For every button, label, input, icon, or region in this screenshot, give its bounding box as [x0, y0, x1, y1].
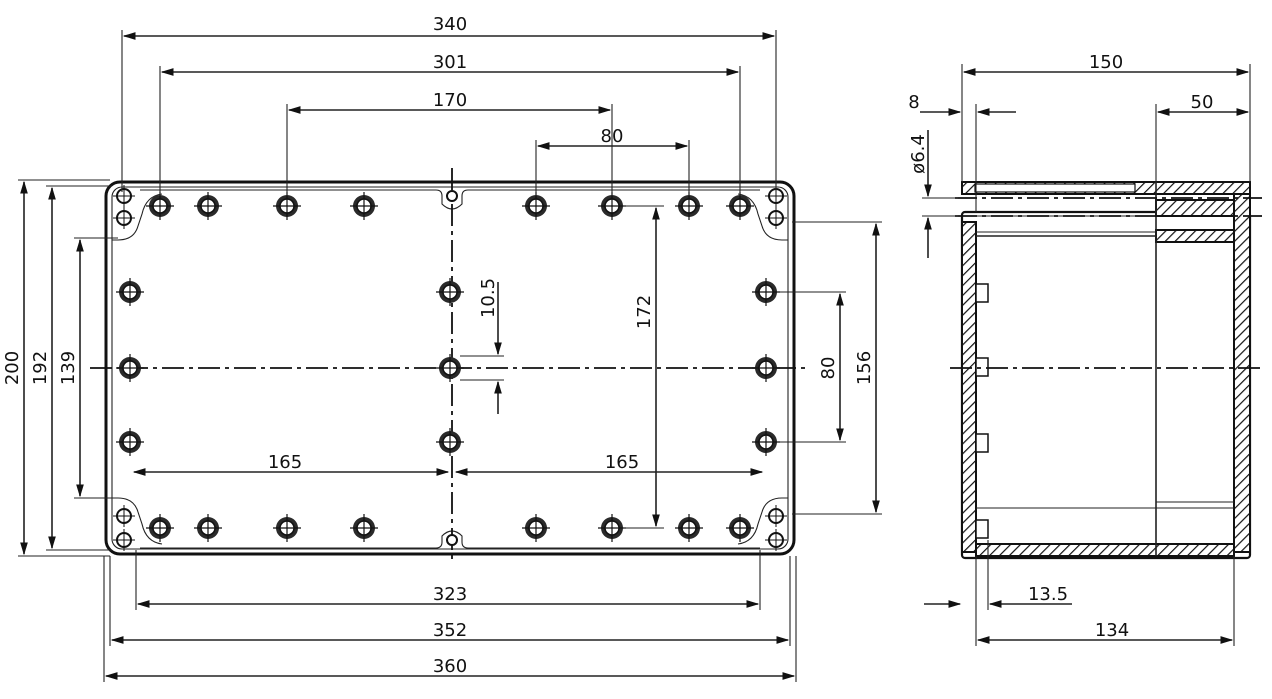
screw-icon: [193, 513, 223, 543]
lug-icon: [975, 283, 989, 303]
screw-icon: [435, 427, 465, 457]
lug-icon: [975, 433, 989, 453]
side-view: 150 8 50 ø6.4 13.5 134: [908, 52, 1262, 646]
dim-10-5-label: 10.5: [478, 278, 499, 318]
dim-80-right-label: 80: [818, 357, 839, 380]
dim-172-label: 172: [634, 295, 655, 329]
screw-icon: [725, 191, 755, 221]
mount-hole-icon: [764, 504, 788, 528]
screw-icon: [115, 353, 145, 383]
dim-50-label: 50: [1191, 92, 1214, 113]
dim-139-label: 139: [58, 351, 79, 385]
screw-icon: [435, 353, 465, 383]
lug-icon: [975, 357, 989, 377]
dim-80-top-label: 80: [601, 126, 624, 147]
lug-icon: [975, 519, 989, 539]
screw-icon: [145, 191, 175, 221]
screw-icon: [751, 427, 781, 457]
mount-hole-icon: [764, 206, 788, 230]
screw-icon: [115, 277, 145, 307]
screw-icon: [674, 513, 704, 543]
dim-134-label: 134: [1095, 620, 1129, 641]
corner-curve-bl: [112, 497, 163, 545]
right-wall-section: [1233, 193, 1251, 553]
screw-icon: [145, 513, 175, 543]
lid-cavity: [974, 183, 1136, 193]
corner-curve-tl: [112, 193, 163, 241]
screw-icon: [349, 191, 379, 221]
screw-icon: [597, 513, 627, 543]
screw-icon: [349, 513, 379, 543]
dimensions-front-vertical: 200 192 139 10.5 172 80: [2, 179, 882, 557]
dimensions-front-horizontal: 340 301 170 80 165 165 323: [103, 14, 797, 682]
flange-upper-section: [1155, 199, 1235, 217]
mount-hole-icon: [112, 504, 136, 528]
corner-curve-br: [737, 497, 788, 545]
dim-6-4-label: ø6.4: [908, 134, 929, 174]
dim-165-right-label: 165: [605, 452, 639, 473]
front-view: 340 301 170 80 165 165 323: [2, 14, 882, 682]
screw-icon: [272, 513, 302, 543]
corner-curve-tr: [737, 193, 788, 241]
bottom-wall-section: [975, 543, 1235, 557]
flange-lower-section: [1155, 229, 1235, 243]
dim-156-label: 156: [854, 351, 875, 385]
dim-301-label: 301: [433, 52, 467, 73]
dim-13-5-label: 13.5: [1028, 584, 1068, 605]
body-outline: [960, 210, 1252, 560]
screw-icon: [725, 513, 755, 543]
left-wall-section: [961, 221, 977, 553]
center-hole-top-icon: [446, 190, 458, 202]
screw-icon: [272, 191, 302, 221]
screw-icon: [521, 513, 551, 543]
dim-170-label: 170: [433, 90, 467, 111]
screw-icon: [435, 277, 465, 307]
screw-icon: [193, 191, 223, 221]
dim-150-label: 150: [1089, 52, 1123, 73]
screw-icon: [751, 353, 781, 383]
dim-200-label: 200: [2, 351, 23, 385]
screw-icon: [674, 191, 704, 221]
lid-screws: [115, 191, 781, 543]
screw-icon: [115, 427, 145, 457]
mount-hole-icon: [112, 206, 136, 230]
screw-icon: [751, 277, 781, 307]
screw-icon: [521, 191, 551, 221]
dim-360-label: 360: [433, 656, 467, 677]
dim-340-label: 340: [433, 14, 467, 35]
dim-352-label: 352: [433, 620, 467, 641]
screw-icon: [597, 191, 627, 221]
dim-165-left-label: 165: [268, 452, 302, 473]
center-hole-bottom-icon: [446, 534, 458, 546]
dim-8-label: 8: [908, 92, 919, 113]
dim-192-label: 192: [30, 351, 51, 385]
dim-323-label: 323: [433, 584, 467, 605]
